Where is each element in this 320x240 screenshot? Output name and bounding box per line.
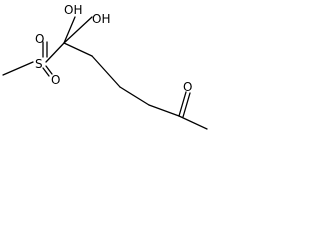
bond-c1-oh-left <box>63 16 76 44</box>
bond-c4-c5 <box>148 104 180 117</box>
bond-c1-oh-right <box>63 16 93 44</box>
structure-diagram: OH OH S O O O <box>2 3 208 130</box>
bond-s-o-lower-a <box>42 67 50 77</box>
bond-s-o-lower-b <box>45 65 53 75</box>
atom-label-sulfur: S <box>35 57 43 71</box>
atom-label-oh-left: OH <box>64 3 82 17</box>
bond-c3-c4 <box>119 86 150 106</box>
bond-ketone-a <box>178 91 187 117</box>
bond-methyl-s <box>2 61 34 76</box>
atom-label-o-lower: O <box>51 73 60 87</box>
bond-ketone-b <box>182 92 191 118</box>
atom-label-oh-right: OH <box>92 12 110 26</box>
structure-canvas: OH OH S O O O <box>0 0 220 150</box>
bond-c5-c6 <box>178 115 208 130</box>
bond-c2-c3 <box>91 55 121 88</box>
bond-c1-c2 <box>63 42 93 57</box>
bond-s-c1 <box>45 42 65 63</box>
atom-label-ketone-o: O <box>183 80 192 94</box>
atom-label-o-upper: O <box>35 32 44 46</box>
